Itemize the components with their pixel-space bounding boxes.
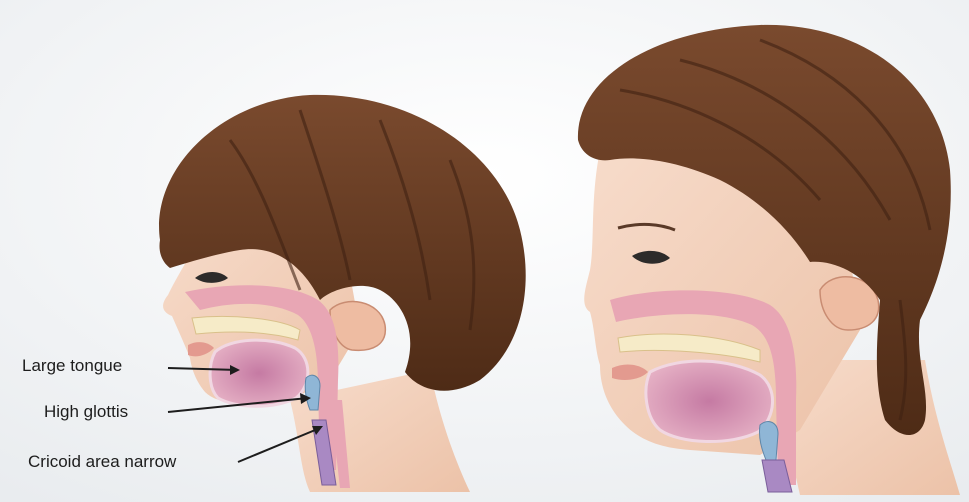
label-high-glottis: High glottis xyxy=(44,402,128,422)
child-tongue xyxy=(210,340,308,406)
adult-head xyxy=(578,25,960,495)
label-large-tongue: Large tongue xyxy=(22,356,122,376)
label-cricoid-area-narrow: Cricoid area narrow xyxy=(28,452,176,472)
adult-tongue xyxy=(646,361,773,441)
